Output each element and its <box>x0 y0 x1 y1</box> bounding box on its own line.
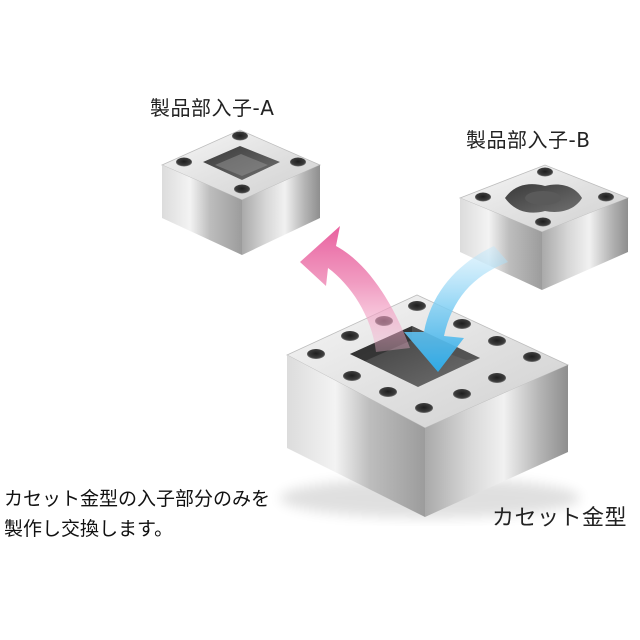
cassette-mold-hole <box>453 389 471 399</box>
insert-b-label: 製品部入子-B <box>466 128 591 152</box>
description-line-1: カセット金型の入子部分のみを <box>4 488 271 510</box>
insert-b-left-face <box>460 198 542 290</box>
cassette-mold-block <box>280 294 580 518</box>
insert-b-right-face <box>542 198 628 290</box>
cassette-mold-hole <box>379 387 397 397</box>
cassette-mold-right-face <box>425 365 568 517</box>
cassette-mold-label: カセット金型 <box>492 506 628 531</box>
insert-b-block <box>458 164 630 290</box>
insert-arrow-blue <box>404 246 508 372</box>
insert-b-hole <box>598 192 614 202</box>
insert-a-right-face <box>242 165 320 255</box>
insert-a-left-face <box>162 165 242 255</box>
insert-a-hole <box>290 157 306 167</box>
insert-a-hole <box>232 131 248 141</box>
cassette-mold-left-face <box>287 355 425 517</box>
insert-a-hole <box>234 184 250 194</box>
cassette-mold-hole <box>415 403 433 413</box>
cassette-mold-hole <box>341 331 359 341</box>
cassette-mold-hole <box>408 301 426 311</box>
cassette-mold-hole <box>488 336 506 346</box>
cassette-mold-hole <box>488 373 506 383</box>
cassette-mold-hole <box>307 349 325 359</box>
insert-b-hole <box>475 192 491 202</box>
description-text: カセット金型の入子部分のみを 製作し交換します。 <box>4 484 270 544</box>
cassette-mold-hole <box>343 371 361 381</box>
remove-arrow-pink <box>300 226 410 352</box>
insert-a-label: 製品部入子-A <box>150 96 275 120</box>
insert-a-hole <box>176 157 192 167</box>
cassette-mold-hole <box>523 352 541 362</box>
insert-b-hole <box>537 167 553 177</box>
insert-b-hole <box>535 217 551 227</box>
insert-a-block <box>161 129 321 255</box>
description-line-2: 製作し交換します。 <box>4 518 174 540</box>
cassette-mold-hole <box>453 319 471 329</box>
